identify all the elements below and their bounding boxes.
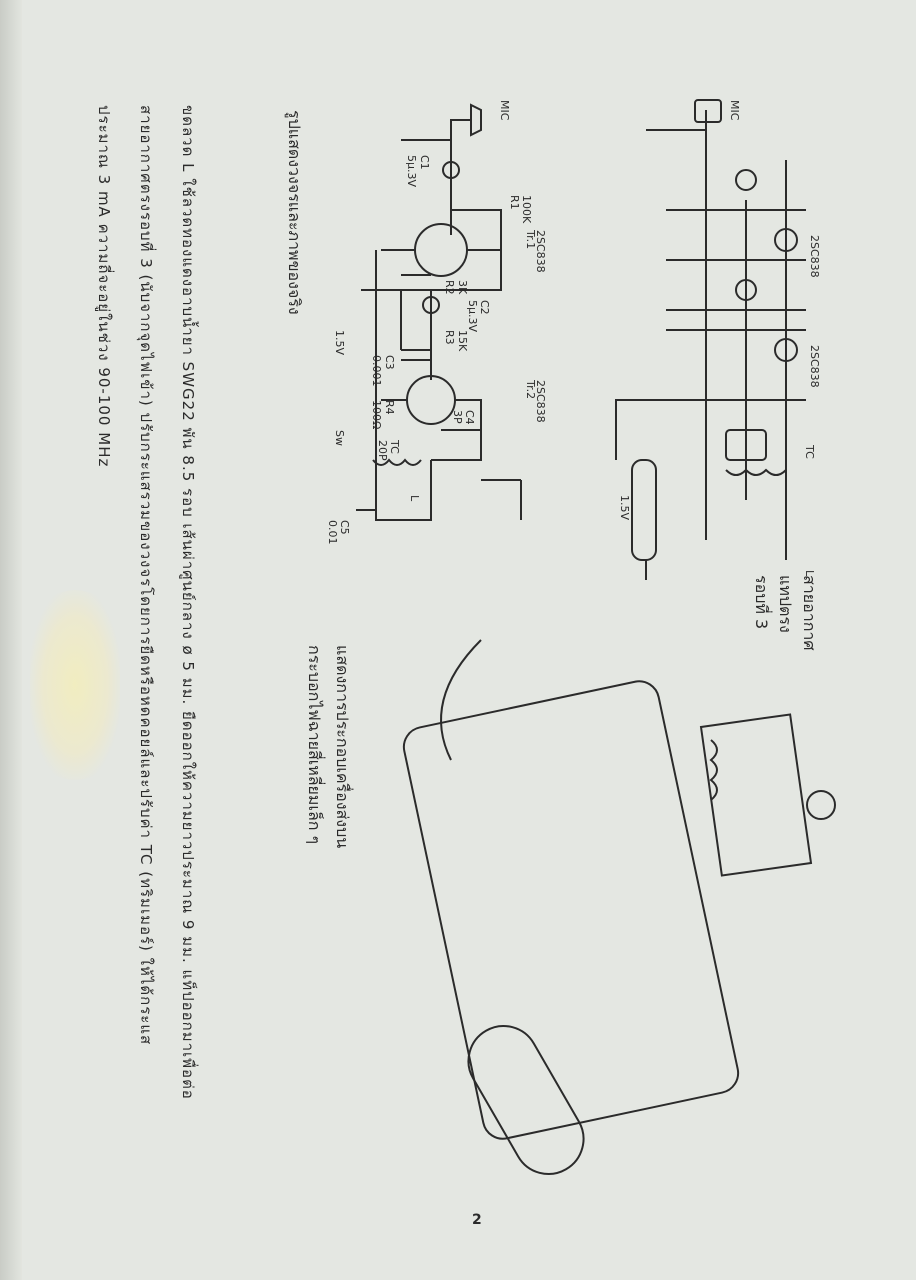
c2-value: 5µ.3V [466,300,479,332]
l-label: L [408,495,421,502]
r4-label: R4 [383,400,396,415]
tr1-type: 2SC838 [534,230,547,273]
tr1-label: Tr.1 [524,229,537,249]
r3-label: R3 [443,330,456,345]
tc-label: TC [388,439,401,454]
wiring-diagram: MIC 2SC838 2SC838 TC 1.5V L [615,99,821,580]
c5-label: C5 [338,520,351,535]
r3-value: 15K [456,330,469,352]
wiring-tr1-label: 2SC838 [808,235,821,278]
c1-label: C1 [418,155,431,170]
assembly-illustration [402,639,836,1175]
wiring-tr2-label: 2SC838 [808,345,821,388]
scan-glare [30,590,120,780]
wiring-battery-label: 1.5V [618,495,631,520]
c1-value: 5µ.3V [405,155,418,187]
switch-label: Sw [333,430,346,446]
page-number: 2 [472,1212,482,1228]
r4-value: 100Ω [370,400,383,429]
body-text-line: ประมาณ 3 mA ความถี่จะอยู่ในช่วง 90-100 M… [95,105,113,468]
schematic-caption: รูปแสดงวงจรและภาพของจริง [285,110,304,315]
wiring-l-label: L [803,570,816,577]
r2-value: 3K [456,280,469,295]
assembly-caption: แสดงการประกอบเครื่องส่งบน กระบอกไฟฉายสี่… [300,645,356,848]
r1-value: 100K [520,195,533,224]
body-text-line: สายอากาศตรงรอบที่ 3 (นับจากจุดไฟเข้า) ปร… [137,105,155,1046]
tr2-type: 2SC838 [534,380,547,423]
wiring-mic-label: MIC [728,100,741,121]
mic-label: MIC [498,100,511,121]
r1-label: R1 [508,195,521,210]
c3-value: 0.001 [370,355,383,387]
circuit-schematic: MIC C1 5µ.3V R1 100K Tr.1 2SC838 R2 3K C… [326,100,547,545]
wiring-tc-label: TC [803,444,816,459]
c3-label: C3 [383,355,396,370]
assembly-caption-line: แสดงการประกอบเครื่องส่งบน [333,645,352,849]
battery-label: 1.5V [333,330,346,355]
c2-label: C2 [478,300,491,315]
c5-value: 0.01 [326,520,339,545]
tr2-label: Tr.2 [524,379,537,399]
c4-value: 3P [451,410,464,424]
c4-label: C4 [463,410,476,425]
tc-value: 20P [376,440,389,461]
assembly-caption-line: กระบอกไฟฉายสี่เหลี่ยมเล็ก ๆ [305,645,324,845]
r2-label: R2 [443,280,456,295]
body-text-line: ขดลวด L ใช้ลวดทองแดงอาบน้ำยา SWG22 พัน 8… [179,105,197,1100]
page-binding-edge [0,0,22,1280]
